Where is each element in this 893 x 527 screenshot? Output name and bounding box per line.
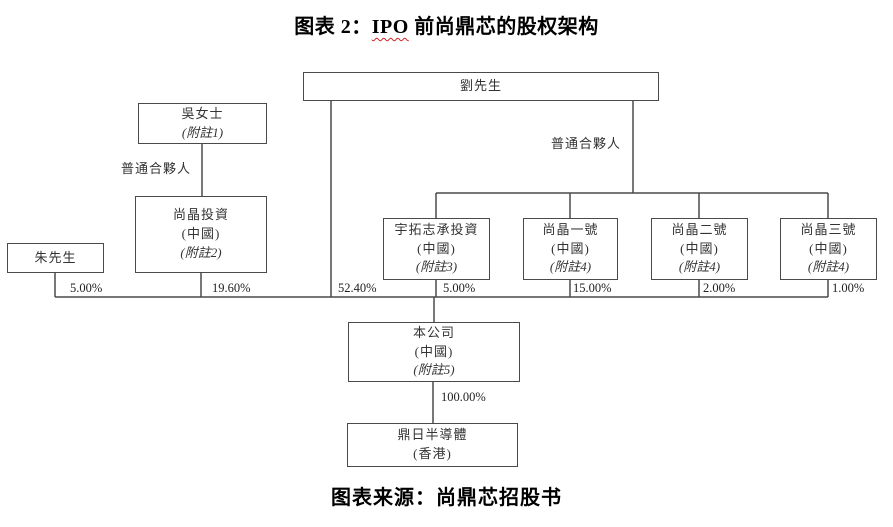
- pct-no3: 1.00%: [832, 281, 865, 295]
- pct-zhu: 5.00%: [70, 281, 103, 295]
- node-yutuo-zhicheng-note: (附註3): [415, 259, 458, 275]
- pct-liu: 52.40%: [338, 281, 377, 295]
- pct-investment: 19.60%: [212, 281, 251, 295]
- node-shangjing-no2-note: (附註4): [678, 259, 721, 275]
- node-ms-wu: 吳女士 (附註1): [138, 103, 267, 144]
- pct-no1: 15.00%: [573, 281, 612, 295]
- node-mr-zhu: 朱先生: [7, 243, 104, 273]
- node-the-company-region: (中國): [414, 343, 454, 359]
- node-ms-wu-name: 吳女士: [181, 105, 224, 121]
- node-shangjing-no3-name: 尚晶三號: [800, 221, 857, 237]
- node-shangjing-no1: 尚晶一號 (中國) (附註4): [523, 218, 618, 280]
- node-shangjing-no2-region: (中國): [680, 240, 719, 256]
- node-shangjing-no3-note: (附註4): [807, 259, 850, 275]
- node-mr-liu-name: 劉先生: [459, 78, 502, 94]
- node-mr-zhu-name: 朱先生: [34, 249, 77, 265]
- node-the-company-name: 本公司: [412, 324, 455, 340]
- node-dingri-semiconductor: 鼎日半導體 (香港): [347, 423, 518, 467]
- chart-title-prefix: 图表 2：: [294, 16, 372, 38]
- chart-title-suffix: 前尚鼎芯的股权架构: [408, 16, 599, 38]
- label-general-partner-right: 普通合夥人: [551, 136, 622, 151]
- node-dingri-semiconductor-name: 鼎日半導體: [397, 427, 468, 443]
- node-shangjing-investment-name: 尚晶投資: [172, 207, 229, 223]
- node-yutuo-zhicheng-name: 宇拓志承投資: [394, 221, 479, 237]
- node-shangjing-no1-note: (附註4): [549, 259, 592, 275]
- node-shangjing-no3-region: (中國): [809, 240, 848, 256]
- node-the-company-note: (附註5): [413, 362, 455, 378]
- chart-title: 图表 2：IPO 前尚鼎芯的股权架构: [0, 10, 893, 39]
- node-mr-liu: 劉先生: [303, 72, 659, 101]
- chart-title-ipo: IPO: [371, 16, 409, 38]
- node-shangjing-no3: 尚晶三號 (中國) (附註4): [780, 218, 877, 280]
- node-yutuo-zhicheng: 宇拓志承投資 (中國) (附註3): [383, 218, 490, 280]
- node-ms-wu-note: (附註1): [181, 124, 224, 140]
- node-shangjing-investment: 尚晶投資 (中國) (附註2): [135, 196, 267, 273]
- node-shangjing-investment-note: (附註2): [180, 244, 222, 260]
- node-yutuo-zhicheng-region: (中國): [417, 240, 456, 256]
- pct-company-to-dingri: 100.00%: [441, 390, 486, 404]
- label-general-partner-left: 普通合夥人: [121, 161, 192, 176]
- pct-yutuo: 5.00%: [443, 281, 476, 295]
- node-shangjing-no2: 尚晶二號 (中國) (附註4): [651, 218, 748, 280]
- node-shangjing-no2-name: 尚晶二號: [671, 221, 728, 237]
- node-shangjing-no1-name: 尚晶一號: [542, 221, 599, 237]
- pct-no2: 2.00%: [703, 281, 736, 295]
- node-dingri-semiconductor-region: (香港): [413, 446, 452, 461]
- node-the-company: 本公司 (中國) (附註5): [348, 322, 520, 382]
- chart-source: 图表来源：尚鼎芯招股书: [331, 487, 562, 509]
- node-shangjing-investment-region: (中國): [181, 226, 221, 242]
- node-shangjing-no1-region: (中國): [551, 240, 590, 256]
